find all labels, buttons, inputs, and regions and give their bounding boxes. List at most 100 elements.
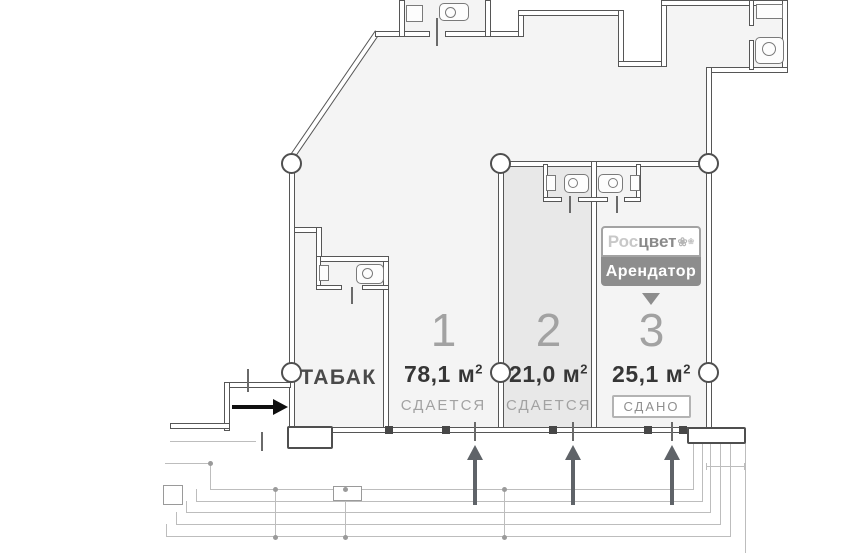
wall-segment bbox=[399, 0, 405, 37]
floor-area bbox=[291, 158, 386, 430]
sidewalk-line bbox=[693, 442, 694, 490]
toilet-seat-icon bbox=[608, 178, 618, 188]
floor-mask bbox=[624, 0, 661, 61]
unit-1-status: СДАЕТСЯ bbox=[400, 397, 487, 414]
column-marker bbox=[281, 153, 302, 174]
sidewalk-line bbox=[504, 489, 505, 538]
site-rect bbox=[333, 486, 362, 501]
arrow-head bbox=[664, 445, 680, 460]
door-mark bbox=[351, 287, 353, 304]
node-dot bbox=[502, 535, 507, 540]
sidewalk-line bbox=[720, 442, 721, 525]
door-mark bbox=[616, 196, 618, 213]
node-dot bbox=[273, 487, 278, 492]
sink-icon bbox=[546, 175, 556, 191]
wall-segment bbox=[316, 256, 389, 262]
door-mark bbox=[247, 369, 249, 392]
unit-2-info: 2 21,0 м2 СДАЕТСЯ bbox=[506, 306, 591, 414]
arrow-head bbox=[467, 445, 483, 460]
node-dot bbox=[502, 487, 507, 492]
site-rect bbox=[163, 485, 183, 505]
toilet-seat-icon bbox=[362, 268, 373, 279]
flower-icon: ❀ bbox=[677, 234, 688, 249]
unit-3-status: СДАНО bbox=[612, 395, 691, 418]
entrance-step bbox=[287, 426, 333, 449]
sidewalk-line bbox=[275, 489, 276, 538]
door-mark bbox=[261, 432, 263, 451]
storefront-mullion bbox=[644, 426, 652, 434]
unit-3-info: 3 25,1 м2 СДАНО bbox=[597, 306, 706, 418]
sidewalk-line bbox=[744, 463, 745, 470]
sidewalk-line bbox=[702, 442, 703, 502]
sidewalk-line bbox=[196, 501, 703, 502]
entry-arrow-icon bbox=[664, 445, 680, 506]
sink-icon bbox=[630, 175, 640, 191]
floor-area bbox=[520, 13, 624, 37]
arrow-head bbox=[273, 399, 288, 415]
wall-segment bbox=[661, 0, 667, 67]
wall-segment bbox=[500, 161, 711, 167]
toilet-seat-icon bbox=[762, 42, 776, 56]
wall-segment bbox=[170, 423, 230, 429]
node-dot bbox=[273, 535, 278, 540]
door-mark bbox=[569, 196, 571, 213]
node-dot bbox=[208, 461, 213, 466]
wall-segment bbox=[706, 67, 788, 73]
entrance-arrow-icon bbox=[232, 399, 289, 415]
unit-1-area: 78,1 м2 bbox=[404, 361, 483, 387]
column-marker bbox=[281, 362, 302, 383]
entry-arrow-icon bbox=[565, 445, 581, 506]
sidewalk-line bbox=[745, 442, 746, 553]
storefront-mullion bbox=[679, 426, 687, 434]
arrow-head bbox=[565, 445, 581, 460]
sidewalk-line bbox=[186, 512, 711, 513]
storefront-mullion bbox=[385, 426, 393, 434]
wall-segment bbox=[618, 61, 667, 67]
entry-arrow-icon bbox=[467, 445, 483, 506]
door-mark bbox=[671, 422, 673, 441]
toilet-seat-icon bbox=[568, 178, 578, 188]
tabak-shop-label: ТАБАК bbox=[300, 366, 377, 389]
unit-3-area: 25,1 м2 bbox=[612, 361, 691, 387]
door-mark bbox=[572, 422, 574, 441]
wall-segment bbox=[624, 197, 641, 202]
sidewalk-line bbox=[170, 441, 256, 442]
wall-segment bbox=[578, 197, 608, 202]
tenant-brand-light: Рос bbox=[607, 231, 639, 251]
sidewalk-line bbox=[176, 524, 721, 525]
sidewalk-line bbox=[210, 489, 694, 490]
storefront-mullion bbox=[442, 426, 450, 434]
sidewalk-line bbox=[166, 524, 167, 537]
wall-segment bbox=[498, 161, 504, 430]
sidewalk-line bbox=[706, 466, 745, 467]
sidewalk-line bbox=[196, 489, 197, 502]
sidewalk-line bbox=[345, 489, 346, 538]
column-marker bbox=[490, 153, 511, 174]
arrow-shaft bbox=[670, 459, 674, 505]
column-marker bbox=[698, 153, 719, 174]
wall-segment bbox=[543, 197, 562, 202]
wall-segment bbox=[362, 285, 389, 290]
wall-segment bbox=[445, 31, 522, 37]
unit-1-number: 1 bbox=[430, 304, 457, 356]
wall-segment bbox=[518, 10, 624, 16]
sidewalk-line bbox=[730, 442, 731, 537]
sidewalk-line bbox=[710, 442, 711, 513]
column-marker bbox=[698, 362, 719, 383]
flower-icon: ❀ bbox=[687, 237, 695, 246]
arrow-shaft bbox=[473, 459, 477, 505]
tenant-brand-dark: цвет bbox=[638, 231, 677, 251]
unit-2-area: 21,0 м2 bbox=[509, 361, 588, 387]
tenant-badge: Арендатор bbox=[601, 257, 701, 286]
wall-segment bbox=[224, 382, 230, 431]
unit-2-status: СДАЕТСЯ bbox=[506, 397, 592, 414]
wall-segment bbox=[749, 0, 754, 26]
sidewalk-line bbox=[706, 463, 707, 470]
node-dot bbox=[343, 535, 348, 540]
column-marker bbox=[490, 362, 511, 383]
unit-3-number: 3 bbox=[638, 304, 665, 356]
toilet-icon bbox=[755, 37, 784, 64]
